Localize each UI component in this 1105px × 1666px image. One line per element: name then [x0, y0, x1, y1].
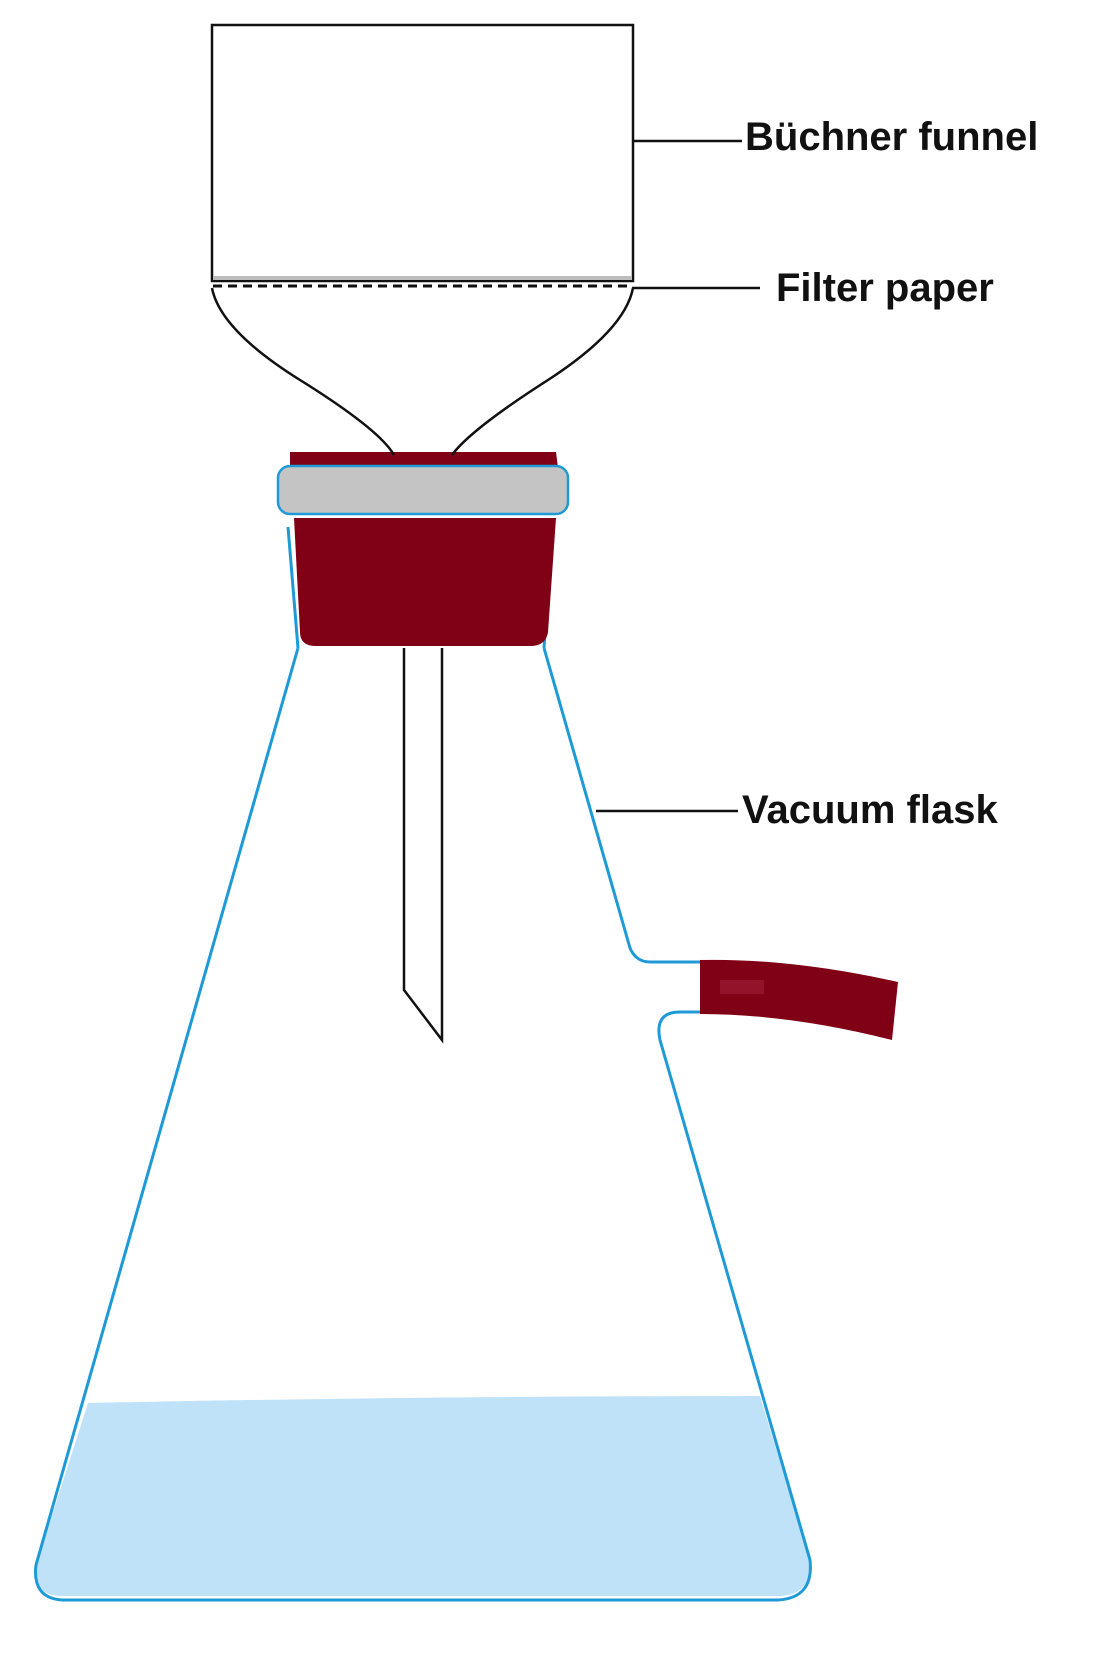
filter-paper-label: Filter paper: [776, 266, 994, 310]
funnel-stem: [402, 648, 444, 1044]
buchner-funnel-body: [210, 23, 635, 283]
tubing-highlight: [720, 980, 764, 994]
funnel-cone-left: [210, 287, 396, 456]
side-arm-tubing: [700, 959, 898, 1040]
funnel-gasket: [276, 464, 570, 516]
vacuum-flask-label: Vacuum flask: [742, 788, 998, 832]
vacuum-flask-body: [34, 526, 812, 1602]
rubber-stopper: [294, 518, 556, 646]
filtrate-liquid: [35, 1396, 811, 1596]
rubber-stopper-top: [290, 452, 558, 468]
funnel-cone-right: [450, 287, 635, 456]
buchner-funnel-label: Büchner funnel: [745, 115, 1039, 159]
